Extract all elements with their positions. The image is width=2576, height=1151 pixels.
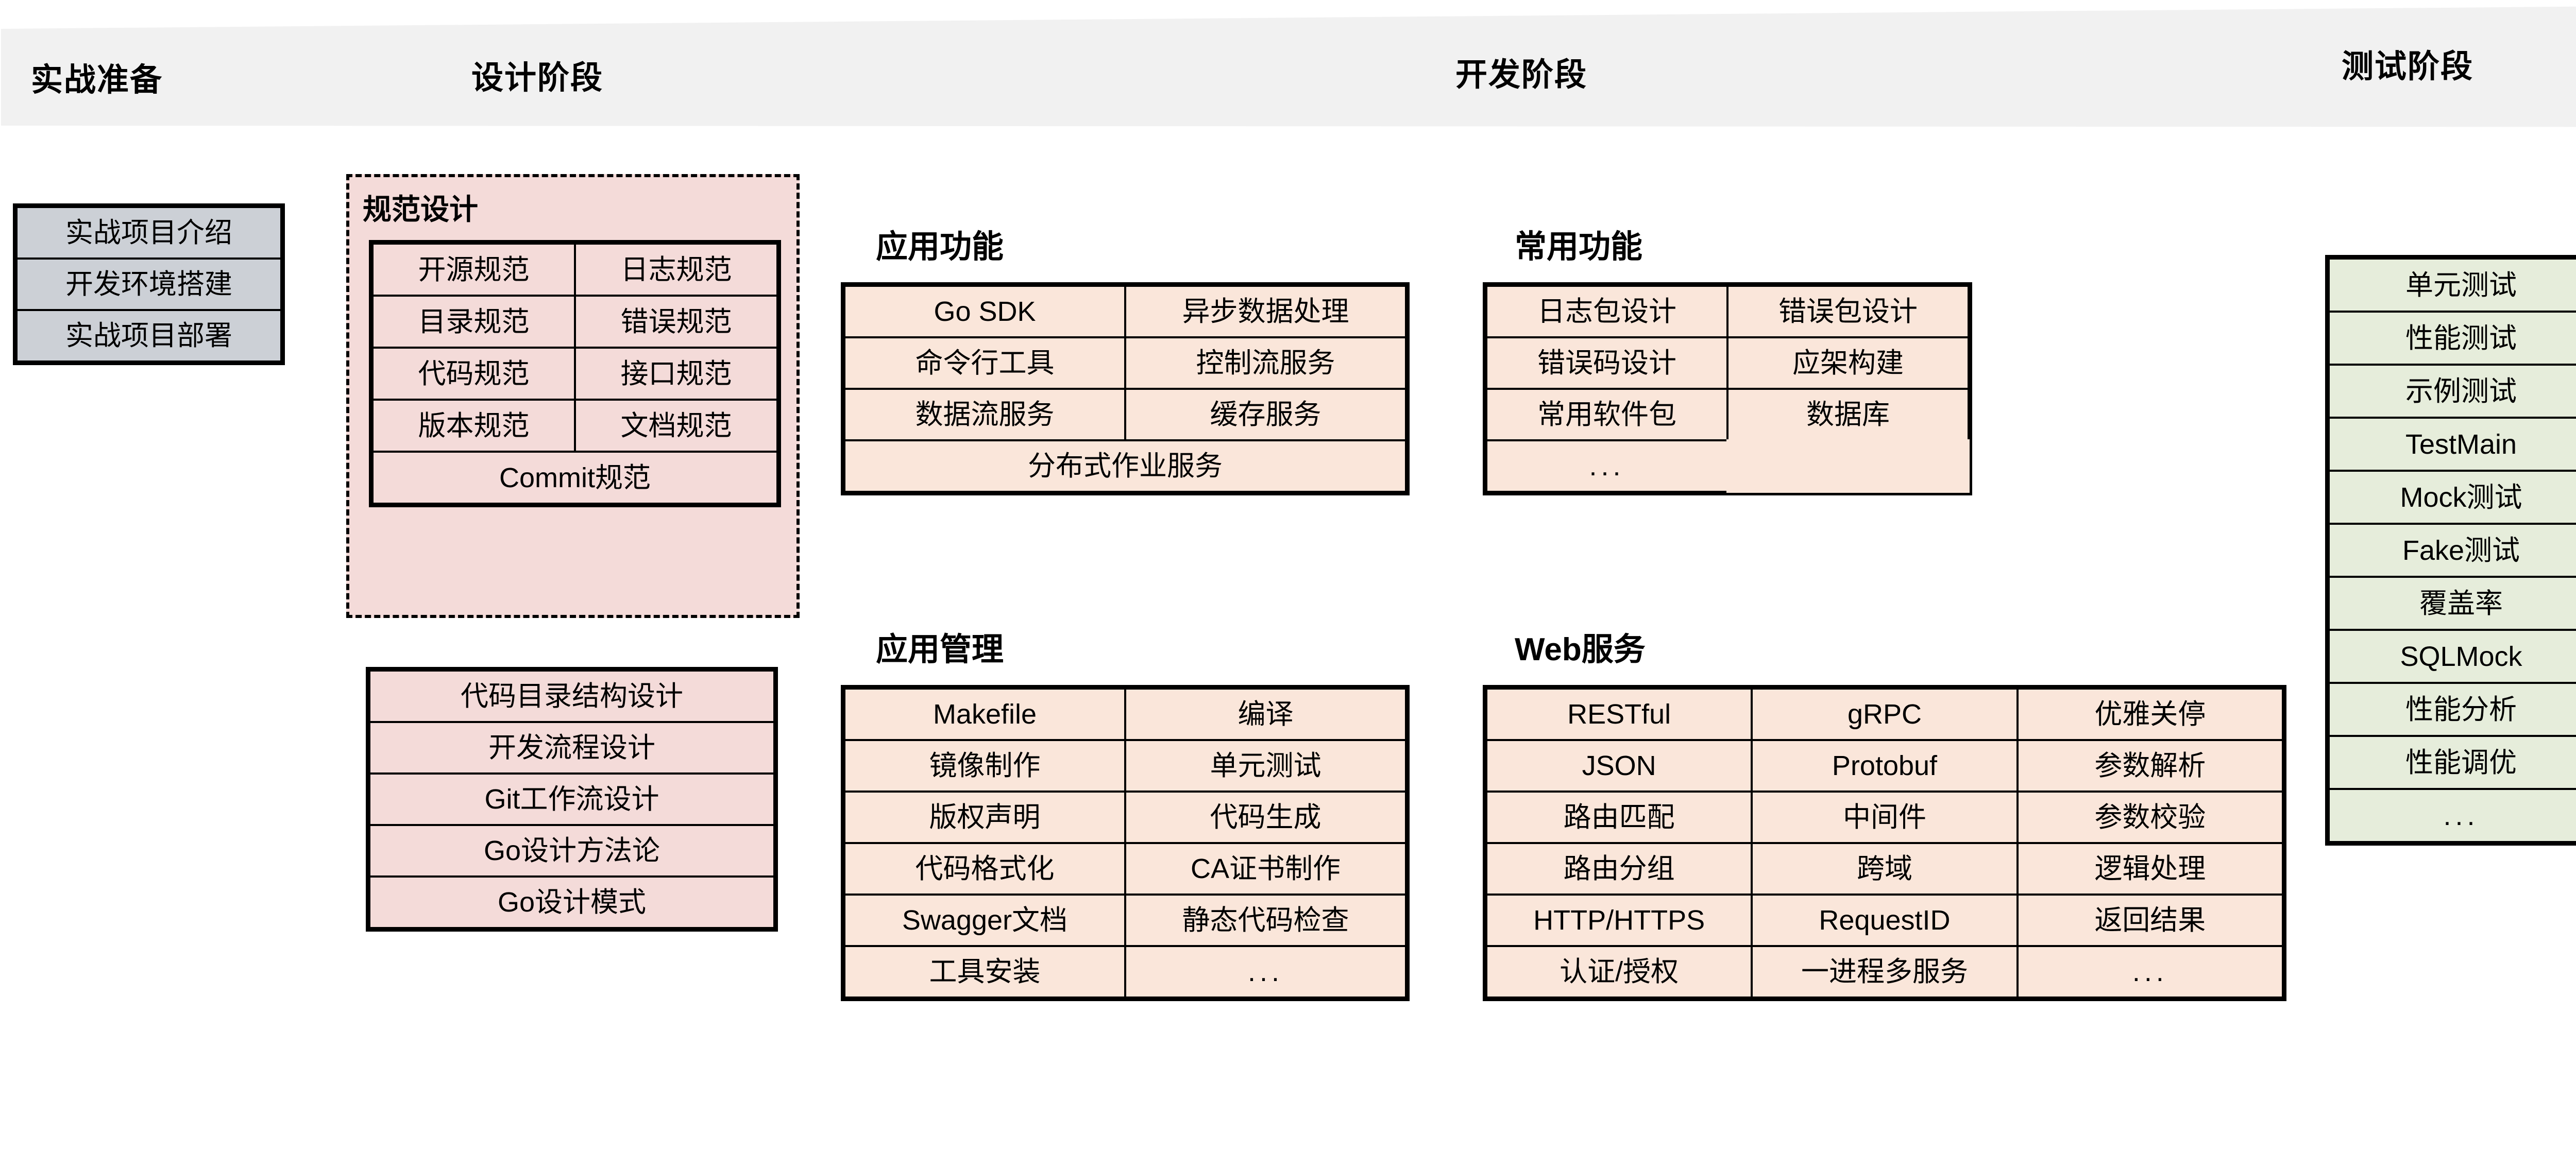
app-function-cell[interactable]: 控制流服务 xyxy=(1124,336,1407,390)
app-function-cell[interactable]: 命令行工具 xyxy=(843,336,1126,390)
web-service-title: Web服务 xyxy=(1515,632,1646,667)
web-service-cell[interactable]: 路由分组 xyxy=(1485,842,1753,896)
app-function-cell[interactable]: Go SDK xyxy=(843,285,1126,338)
design-misc-item[interactable]: Go设计模式 xyxy=(368,875,775,929)
web-service-cell[interactable]: 跨域 xyxy=(1751,842,2019,896)
app-manage-title: 应用管理 xyxy=(876,632,1004,667)
spec-cell-commit[interactable]: Commit规范 xyxy=(371,451,778,505)
app-manage-cell[interactable]: Makefile xyxy=(843,688,1126,741)
web-service-cell-more[interactable]: ... xyxy=(2016,945,2284,999)
spec-cell[interactable]: 代码规范 xyxy=(371,347,576,401)
web-service-cell[interactable]: 路由匹配 xyxy=(1485,791,1753,844)
design-misc-item[interactable]: 开发流程设计 xyxy=(368,721,775,775)
web-service-table: RESTful gRPC 优雅关停 JSON Protobuf 参数解析 路由匹… xyxy=(1483,685,2286,1001)
spec-design-title: 规范设计 xyxy=(363,193,478,226)
spec-cell[interactable]: 开源规范 xyxy=(371,243,576,297)
app-manage-cell[interactable]: 代码格式化 xyxy=(843,842,1126,896)
common-function-cell[interactable]: 日志包设计 xyxy=(1485,285,1728,338)
web-service-cell[interactable]: 优雅关停 xyxy=(2016,688,2284,741)
common-function-cell[interactable]: 数据库 xyxy=(1726,388,1970,441)
spec-cell[interactable]: 错误规范 xyxy=(574,295,778,349)
design-misc-item[interactable]: Git工作流设计 xyxy=(368,772,775,826)
app-manage-cell-more[interactable]: ... xyxy=(1124,945,1407,999)
spec-cell[interactable]: 版本规范 xyxy=(371,399,576,453)
design-misc-item[interactable]: 代码目录结构设计 xyxy=(368,669,775,723)
web-service-cell[interactable]: 逻辑处理 xyxy=(2016,842,2284,896)
web-service-cell[interactable]: 中间件 xyxy=(1751,791,2019,844)
web-service-cell[interactable]: JSON xyxy=(1485,739,1753,793)
testing-item[interactable]: 单元测试 xyxy=(2328,257,2576,313)
common-function-cell[interactable]: 错误包设计 xyxy=(1726,285,1970,338)
common-function-cell[interactable]: 应架构建 xyxy=(1726,336,1970,390)
common-function-cell-more[interactable]: ... xyxy=(1485,439,1728,493)
banner-stage-2[interactable]: 开发阶段 xyxy=(1455,57,1588,93)
testing-item[interactable]: Fake测试 xyxy=(2328,523,2576,578)
app-manage-cell[interactable]: 镜像制作 xyxy=(843,739,1126,793)
banner-stage-0[interactable]: 实战准备 xyxy=(31,62,163,98)
banner-arrow-shape xyxy=(1,6,2576,127)
prep-item-2[interactable]: 实战项目部署 xyxy=(15,309,282,363)
app-manage-cell[interactable]: 工具安装 xyxy=(843,945,1126,999)
spec-cell[interactable]: 接口规范 xyxy=(574,347,778,401)
spec-cell[interactable]: 日志规范 xyxy=(574,243,778,297)
spec-design-table: 开源规范 日志规范 目录规范 错误规范 代码规范 接口规范 版本规范 文档规范 … xyxy=(369,240,781,507)
app-manage-cell[interactable]: 静态代码检查 xyxy=(1124,894,1407,947)
web-service-cell[interactable]: HTTP/HTTPS xyxy=(1485,894,1753,947)
app-function-cell[interactable]: 数据流服务 xyxy=(843,388,1126,441)
web-service-cell[interactable]: RESTful xyxy=(1485,688,1753,741)
testing-item[interactable]: 性能调优 xyxy=(2328,735,2576,790)
web-service-cell[interactable]: 参数解析 xyxy=(2016,739,2284,793)
design-misc-table: 代码目录结构设计 开发流程设计 Git工作流设计 Go设计方法论 Go设计模式 xyxy=(366,667,778,932)
app-manage-cell[interactable]: CA证书制作 xyxy=(1124,842,1407,896)
common-function-title: 常用功能 xyxy=(1515,229,1643,265)
app-function-table: Go SDK 异步数据处理 命令行工具 控制流服务 数据流服务 缓存服务 分布式… xyxy=(841,282,1410,495)
web-service-cell[interactable]: 参数校验 xyxy=(2016,791,2284,844)
testing-item-more[interactable]: ... xyxy=(2328,788,2576,843)
web-service-cell[interactable]: Protobuf xyxy=(1751,739,2019,793)
app-manage-table: Makefile 编译 镜像制作 单元测试 版权声明 代码生成 代码格式化 CA… xyxy=(841,685,1410,1001)
app-function-title: 应用功能 xyxy=(876,229,1004,265)
testing-item[interactable]: 覆盖率 xyxy=(2328,576,2576,631)
app-manage-cell[interactable]: Swagger文档 xyxy=(843,894,1126,947)
web-service-cell[interactable]: gRPC xyxy=(1751,688,2019,741)
common-function-cell-empty xyxy=(1726,439,1970,493)
testing-table: 单元测试 性能测试 示例测试 TestMain Mock测试 Fake测试 覆盖… xyxy=(2325,255,2576,846)
prep-item-1[interactable]: 开发环境搭建 xyxy=(15,257,282,311)
design-misc-item[interactable]: Go设计方法论 xyxy=(368,824,775,878)
testing-item[interactable]: 性能测试 xyxy=(2328,311,2576,366)
app-manage-cell[interactable]: 单元测试 xyxy=(1124,739,1407,793)
testing-item[interactable]: SQLMock xyxy=(2328,629,2576,684)
common-function-cell[interactable]: 常用软件包 xyxy=(1485,388,1728,441)
web-service-cell[interactable]: 一进程多服务 xyxy=(1751,945,2019,999)
web-service-cell[interactable]: 认证/授权 xyxy=(1485,945,1753,999)
testing-item[interactable]: 示例测试 xyxy=(2328,364,2576,419)
app-manage-cell[interactable]: 代码生成 xyxy=(1124,791,1407,844)
banner-stage-3[interactable]: 测试阶段 xyxy=(2342,49,2474,84)
phase-banner: 实战准备 设计阶段 开发阶段 测试阶段 部署阶段 Tips xyxy=(0,0,2576,129)
app-manage-cell[interactable]: 编译 xyxy=(1124,688,1407,741)
spec-cell[interactable]: 文档规范 xyxy=(574,399,778,453)
banner-stage-1[interactable]: 设计阶段 xyxy=(471,60,604,96)
app-function-cell[interactable]: 异步数据处理 xyxy=(1124,285,1407,338)
testing-item[interactable]: Mock测试 xyxy=(2328,470,2576,525)
common-function-cell[interactable]: 错误码设计 xyxy=(1485,336,1728,390)
web-service-cell[interactable]: RequestID xyxy=(1751,894,2019,947)
spec-design-group: 规范设计 开源规范 日志规范 目录规范 错误规范 代码规范 接口规范 版本规范 … xyxy=(346,174,800,618)
prep-item-0[interactable]: 实战项目介绍 xyxy=(15,206,282,260)
app-function-cell-full[interactable]: 分布式作业服务 xyxy=(843,439,1407,493)
testing-item[interactable]: 性能分析 xyxy=(2328,682,2576,737)
spec-cell[interactable]: 目录规范 xyxy=(371,295,576,349)
app-function-cell[interactable]: 缓存服务 xyxy=(1124,388,1407,441)
prep-table: 实战项目介绍 开发环境搭建 实战项目部署 xyxy=(13,203,285,365)
testing-item[interactable]: TestMain xyxy=(2328,417,2576,472)
app-manage-cell[interactable]: 版权声明 xyxy=(843,791,1126,844)
common-function-table: 日志包设计 错误包设计 错误码设计 应架构建 常用软件包 数据库 ... xyxy=(1483,282,1972,495)
web-service-cell[interactable]: 返回结果 xyxy=(2016,894,2284,947)
